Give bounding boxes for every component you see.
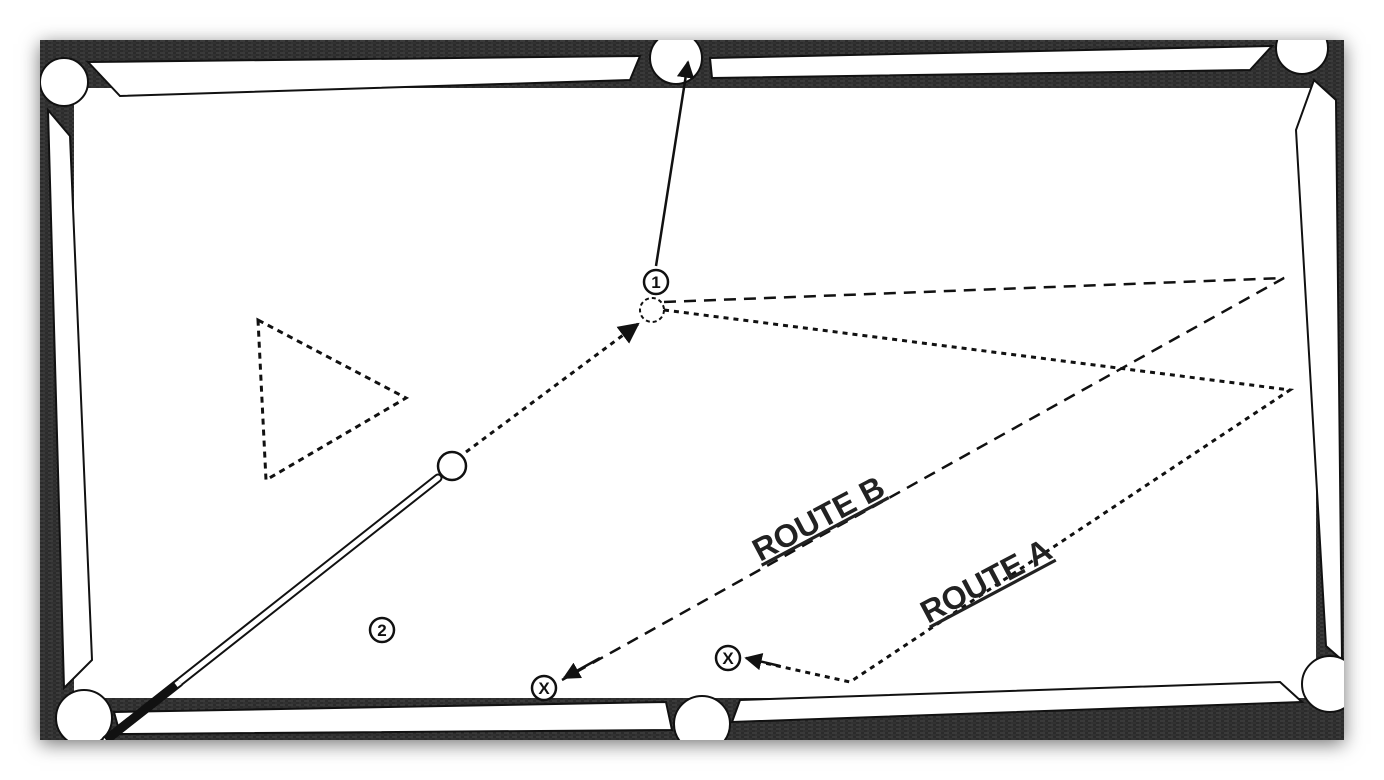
target-b-label: X bbox=[538, 679, 550, 698]
ball-2-number: 2 bbox=[377, 621, 386, 640]
target-a-label: X bbox=[722, 649, 734, 668]
pocket-top-left bbox=[40, 57, 89, 107]
table-felt bbox=[74, 88, 1316, 698]
cushion-left bbox=[46, 107, 94, 691]
pocket-bottom-left bbox=[55, 689, 113, 740]
cue-stick bbox=[101, 473, 443, 740]
cue-ball bbox=[436, 450, 468, 482]
rack-triangle bbox=[256, 317, 410, 483]
ball-1-number: 1 bbox=[651, 273, 660, 292]
route-a-arrow bbox=[744, 653, 781, 671]
diagram-frame: 1 2 X X ROUTE B ROUTE A bbox=[40, 40, 1344, 740]
pocket-bottom-right bbox=[1301, 655, 1344, 713]
cushion-bottom-right bbox=[730, 680, 1305, 724]
target-marker-route-b: X bbox=[530, 674, 558, 702]
ghost-ball bbox=[639, 297, 665, 323]
pocket-top-middle bbox=[649, 40, 703, 85]
cushion-top-right bbox=[708, 44, 1275, 80]
pocket-bottom-middle bbox=[673, 695, 731, 740]
target-marker-route-a: X bbox=[714, 644, 742, 672]
pocket-top-right bbox=[1275, 40, 1329, 75]
cushions bbox=[46, 44, 1344, 736]
cushion-right bbox=[1294, 78, 1344, 663]
route-b-arrow bbox=[562, 656, 601, 680]
cushion-top-left bbox=[85, 54, 642, 98]
pockets bbox=[40, 40, 1344, 740]
shot-line-to-pocket bbox=[654, 60, 695, 267]
route-b-path bbox=[561, 276, 1285, 682]
object-ball-2: 2 bbox=[368, 616, 396, 644]
object-ball-1: 1 bbox=[642, 268, 670, 296]
pool-table-diagram: 1 2 X X ROUTE B ROUTE A bbox=[40, 40, 1344, 740]
